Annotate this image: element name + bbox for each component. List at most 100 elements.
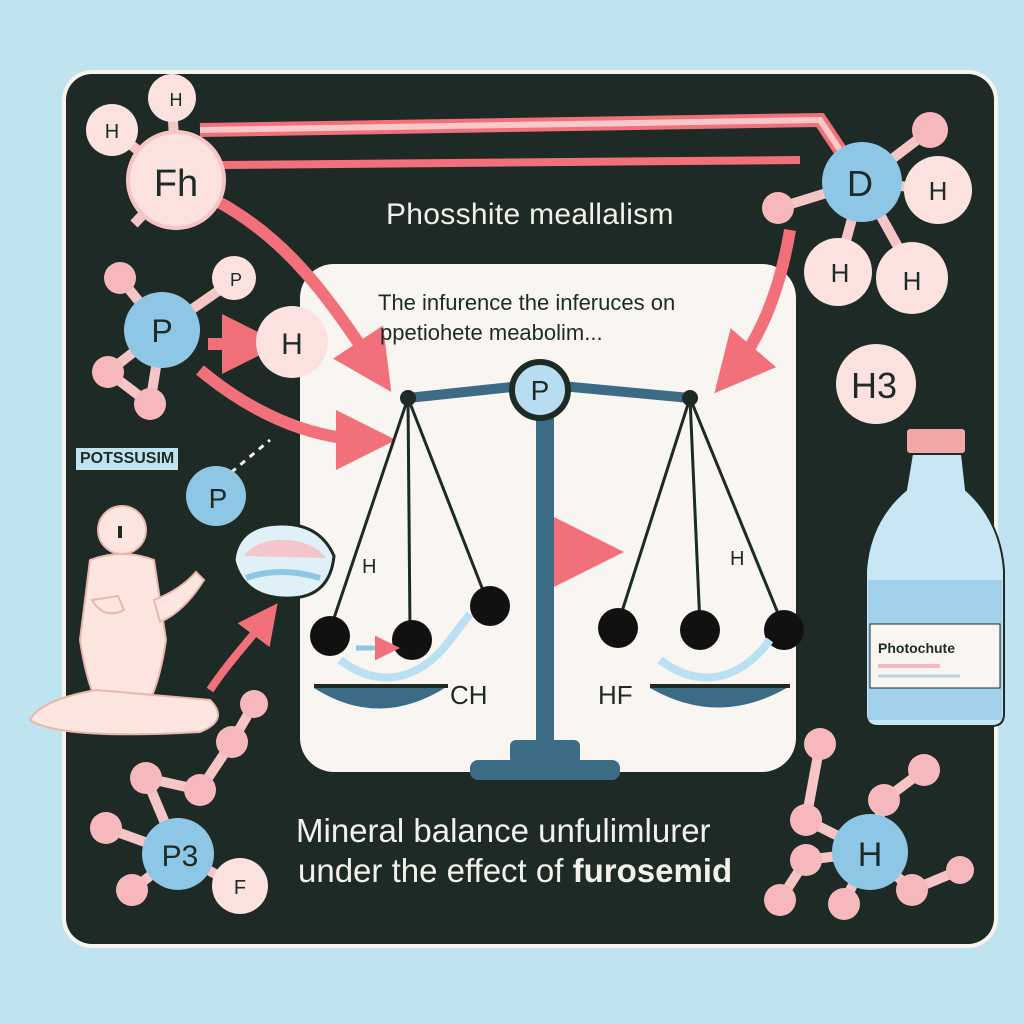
atom-p3-4 — [184, 774, 216, 806]
atom-fh — [126, 130, 226, 230]
scale-center-label: P — [531, 375, 550, 406]
kidney-fluid — [245, 569, 321, 581]
atom-d-label: D — [847, 163, 873, 204]
atom-p3-label: P3 — [162, 840, 199, 873]
atom-h-bottom-right-label: H — [858, 836, 883, 874]
atom-small-d2 — [762, 192, 794, 224]
atom-h-d3 — [876, 242, 948, 314]
right-flow — [657, 637, 774, 682]
bottle-label: Photochute — [878, 640, 955, 656]
atom-p-left — [124, 292, 200, 368]
atom-p3 — [142, 818, 214, 890]
atom-br-1 — [790, 804, 822, 836]
atom-p-small — [212, 256, 256, 300]
caption-line-1: Mineral balance unfulimlurer — [296, 812, 711, 849]
atom-h3-label: H3 — [851, 365, 897, 406]
atom-h-bottom-right — [832, 814, 908, 890]
scale-base — [470, 760, 620, 780]
atom-h-d1-label: H — [929, 176, 948, 206]
right-pan-label: HF — [598, 680, 633, 710]
caption-line-2: under the effect of furosemid — [298, 852, 732, 890]
arrow-d-to-card — [714, 229, 796, 394]
atom-h-a — [86, 104, 138, 156]
atom-h-left-label: H — [281, 328, 303, 361]
atom-p-left-label: P — [151, 313, 172, 349]
bottle — [865, 427, 1005, 727]
left-weight-1 — [310, 616, 350, 656]
atom-fh-label: Fh — [154, 163, 198, 205]
subtitle-line-1: The infurence the inferuces on — [378, 290, 676, 315]
iffum-label: IFFUM — [826, 458, 872, 475]
atom-small-d1 — [912, 112, 948, 148]
left-pan — [314, 686, 448, 709]
atom-h-b — [148, 74, 196, 122]
right-strings — [616, 397, 786, 629]
scale-base-top — [510, 740, 580, 764]
atom-p3-2 — [116, 874, 148, 906]
left-weight-2 — [392, 620, 432, 660]
arrow-person-up — [206, 603, 278, 693]
atom-p-potassium — [186, 466, 246, 526]
down-arrow-icon — [825, 679, 839, 695]
right-pan-h: H — [730, 548, 745, 570]
arrow-fh-to-card — [212, 194, 392, 392]
left-pan-label: CH — [450, 680, 488, 710]
potassium-pointer — [89, 482, 181, 488]
right-weight-2 — [680, 610, 720, 650]
caption-line-2-prefix: under the effect of — [298, 852, 573, 889]
potassium-dots — [221, 438, 271, 482]
atom-pl-3 — [134, 388, 166, 420]
atom-p-potassium-label: P — [209, 483, 228, 514]
right-pan — [650, 686, 790, 708]
left-strings — [328, 397, 488, 631]
scale-center-circle — [509, 359, 571, 421]
right-weight-1 — [598, 608, 638, 648]
atom-br-8 — [764, 884, 796, 916]
ml-label: ML — [818, 540, 838, 556]
atom-h-d1 — [904, 156, 972, 224]
second-arrow-pipe — [221, 156, 801, 169]
person-figure — [28, 505, 219, 736]
atom-p3-6 — [240, 690, 268, 718]
atom-br-7 — [804, 728, 836, 760]
atom-br-5 — [868, 784, 900, 816]
up-arrow-icon — [835, 482, 849, 495]
left-weight-3 — [470, 586, 510, 626]
atom-h-b-label: H — [170, 90, 183, 110]
level-lines — [831, 492, 843, 690]
atom-h-d2 — [804, 238, 872, 306]
atom-h-d3-label: H — [903, 266, 922, 296]
left-flow — [337, 611, 474, 682]
atom-f-label: F — [234, 877, 246, 899]
atom-br-9 — [946, 856, 974, 884]
person-face-mark — [118, 526, 122, 538]
atom-p-small-label: P — [230, 270, 242, 290]
left-pan-h: H — [362, 556, 377, 578]
atom-h-d2-label: H — [831, 258, 850, 288]
top-arrow-pipe-inner — [199, 116, 843, 152]
kidney-tissue — [244, 539, 326, 558]
kidney-dish — [232, 522, 336, 600]
arrow-p-to-card — [196, 365, 396, 470]
atom-h3 — [836, 344, 916, 424]
atom-f — [212, 858, 268, 914]
atom-h-a-label: H — [105, 121, 119, 143]
atom-pl-1 — [104, 262, 136, 294]
atom-br-2 — [790, 844, 822, 876]
diagram-title: Phosshite meallalism — [386, 198, 674, 231]
atom-br-3 — [828, 888, 860, 920]
atom-br-4 — [896, 874, 928, 906]
atom-p3-5 — [216, 726, 248, 758]
right-weight-3 — [764, 610, 804, 650]
atom-p3-3 — [130, 762, 162, 794]
atom-d — [822, 142, 902, 222]
atom-h-left — [256, 306, 328, 378]
caption-line-2-bold: furosemid — [572, 852, 733, 889]
subtitle-line-2: ppetiohete meabolim... — [380, 320, 603, 345]
atom-p3-1 — [90, 812, 122, 844]
atom-pl-2 — [92, 356, 124, 388]
potassium-label: POTSSUSIM — [76, 448, 179, 470]
scale-post — [536, 380, 554, 760]
